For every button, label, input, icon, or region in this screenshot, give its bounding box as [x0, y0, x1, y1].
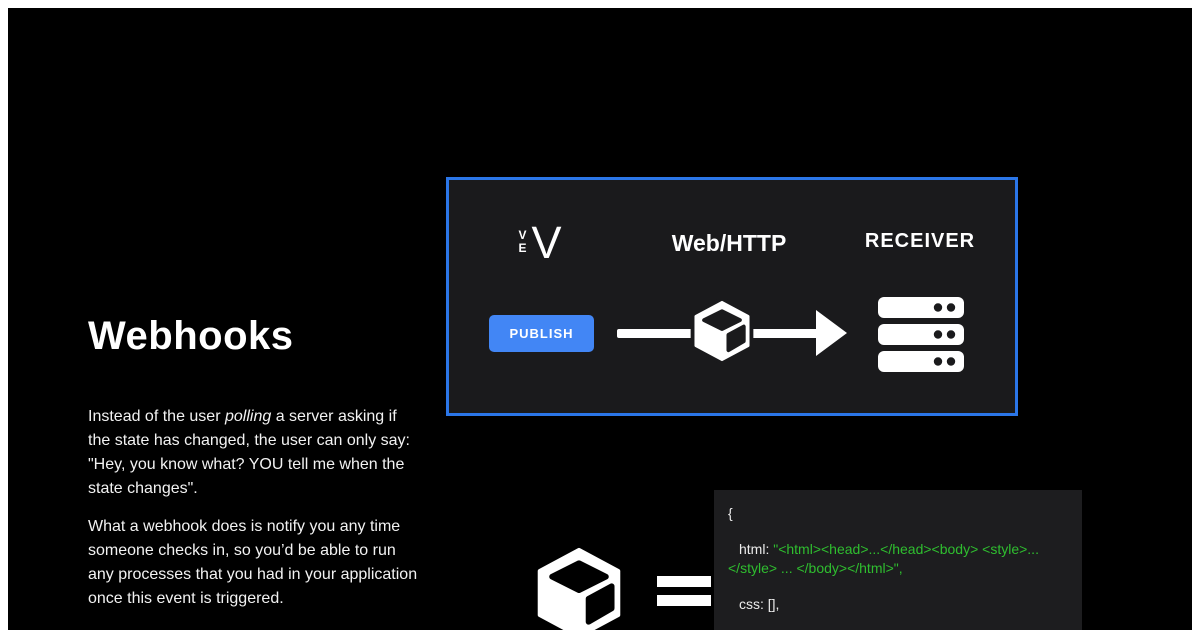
- vev-logo-letter-e: E: [518, 241, 528, 255]
- code-snippet: { html: "<html><head>...</head><body> <s…: [714, 490, 1082, 630]
- slide-canvas: Webhooks Instead of the user polling a s…: [8, 8, 1192, 630]
- webhook-description-paragraph: What a webhook does is notify you any ti…: [88, 518, 418, 607]
- intro-text-rest: a server asking if the state has changed…: [88, 408, 410, 497]
- code-line-css: css: [],: [739, 596, 780, 612]
- package-cube-icon: [690, 299, 754, 363]
- intro-paragraph: Instead of the user polling a server ask…: [88, 405, 420, 501]
- receiver-label: RECEIVER: [864, 230, 976, 252]
- vev-logo: V E V: [518, 216, 561, 268]
- page-title: Webhooks: [88, 314, 294, 358]
- vev-logo-letter-v: V: [518, 228, 528, 242]
- vev-logo-large-v: V: [531, 216, 562, 268]
- package-cube-icon: [537, 547, 621, 630]
- code-line-html: html: "<html><head>...</head><body> <sty…: [728, 540, 1068, 578]
- polling-emphasis: polling: [224, 408, 272, 425]
- equals-icon: [657, 576, 711, 606]
- code-string-html-value: "<html><head>...</head><body> <style>...…: [728, 541, 1039, 576]
- code-line-open-brace: {: [728, 505, 733, 521]
- intro-text-start: Instead of the user: [88, 408, 225, 425]
- code-key-html: html:: [739, 541, 774, 557]
- web-http-label: Web/HTTP: [671, 230, 787, 256]
- server-stack-icon: [878, 297, 964, 372]
- diagram-panel: V E V Web/HTTP RECEIVER PUBLISH: [446, 177, 1018, 416]
- vev-logo-stacked-letters: V E: [518, 229, 527, 255]
- publish-button[interactable]: PUBLISH: [489, 315, 594, 352]
